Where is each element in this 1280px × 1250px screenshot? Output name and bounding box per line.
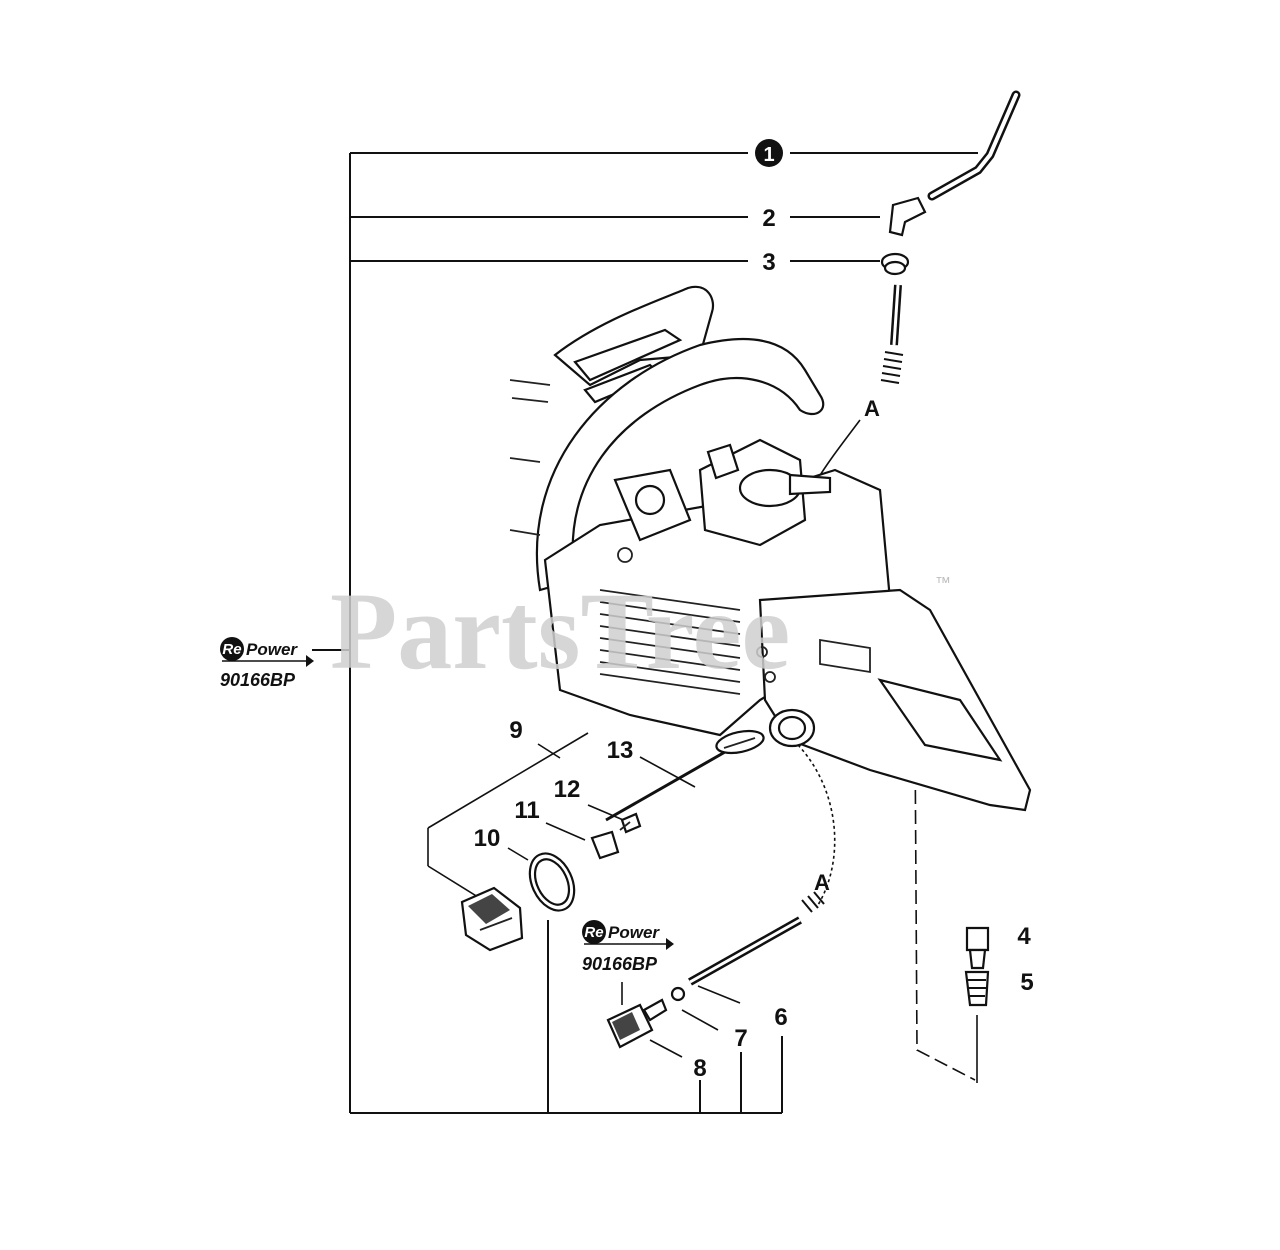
repower-badge-center[interactable]: Re Power 90166BP	[582, 920, 674, 974]
repower-badge-text: Re	[584, 924, 603, 941]
callout-4[interactable]: 4	[1017, 923, 1031, 950]
callout-12[interactable]: 12	[554, 776, 581, 803]
callout-7[interactable]: 7	[734, 1025, 747, 1052]
callout-13[interactable]: 13	[607, 737, 634, 764]
callout-11[interactable]: 11	[514, 797, 539, 824]
callout-8[interactable]: 8	[693, 1055, 706, 1082]
connection-letter-bottom: A	[814, 870, 830, 895]
partstree-watermark: PartsTree ™	[330, 570, 951, 692]
watermark-text: PartsTree	[330, 570, 790, 692]
repower-code: 90166BP	[582, 954, 658, 974]
repower-logo-icon	[220, 637, 244, 661]
callout-1[interactable]: 1	[763, 144, 774, 166]
repower-code: 90166BP	[220, 670, 296, 690]
callout-2[interactable]: 2	[762, 205, 775, 232]
cooling-fins	[599, 589, 741, 695]
callouts: 1 2 3 4 5 6 7 8 9 10 11 12 13 A A	[474, 139, 1034, 1082]
lower-hose-assembly	[606, 891, 825, 1049]
arrow-icon	[666, 938, 674, 950]
bar-oil-fittings	[964, 926, 990, 1007]
callout-3[interactable]: 3	[762, 249, 775, 276]
repower-word: Power	[608, 923, 660, 942]
repower-logo-icon	[582, 920, 606, 944]
callout-6[interactable]: 6	[774, 1004, 787, 1031]
arrow-icon	[306, 655, 314, 667]
oil-cap-assembly	[460, 729, 765, 952]
callout-9[interactable]: 9	[509, 717, 522, 744]
connection-letter-top: A	[864, 396, 880, 421]
repower-word: Power	[246, 640, 298, 659]
callout-5[interactable]: 5	[1020, 969, 1033, 996]
watermark-tm: ™	[935, 575, 951, 592]
chainsaw-body	[509, 285, 1032, 812]
repower-badge-left[interactable]: Re Power 90166BP	[220, 637, 314, 690]
callout-1-badge	[755, 139, 783, 167]
bracket-lines	[312, 152, 978, 1114]
callout-10[interactable]: 10	[474, 825, 501, 852]
repower-badge-text: Re	[222, 641, 241, 658]
oil-line-assembly	[880, 90, 1021, 384]
